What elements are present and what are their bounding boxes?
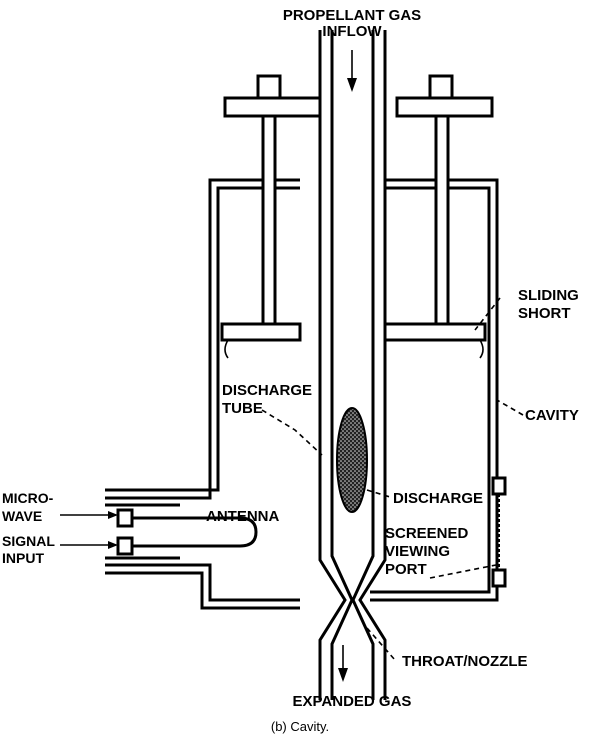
label-antenna: ANTENNA xyxy=(206,508,279,525)
label-discharge: DISCHARGE xyxy=(393,490,483,507)
leader-discharge xyxy=(366,489,391,498)
left-sliding-short xyxy=(220,74,322,359)
label-viewing-port-3: PORT xyxy=(385,561,427,578)
label-viewing-port-1: SCREENED xyxy=(385,525,469,542)
screened-viewing-port xyxy=(491,476,507,588)
label-discharge-tube-1: DISCHARGE xyxy=(222,382,312,399)
label-inflow-1: PROPELLANT GAS xyxy=(283,7,421,24)
label-microwave-4: INPUT xyxy=(2,550,44,566)
leader-throat xyxy=(366,627,396,661)
label-microwave-3: SIGNAL xyxy=(2,533,55,549)
inflow-arrow xyxy=(347,50,357,92)
discharge-plasma xyxy=(336,407,368,513)
label-microwave-2: WAVE xyxy=(2,508,42,524)
label-cavity: CAVITY xyxy=(525,407,579,424)
cavity-left-wall xyxy=(105,178,300,610)
outflow-arrow xyxy=(338,645,348,682)
leader-cavity xyxy=(496,399,524,416)
label-microwave-1: MICRO- xyxy=(2,490,54,506)
discharge-tube xyxy=(318,30,387,700)
right-sliding-short xyxy=(383,74,494,359)
label-discharge-tube-2: TUBE xyxy=(222,400,263,417)
label-inflow-2: INFLOW xyxy=(322,23,382,40)
leader-viewing-port xyxy=(429,564,497,579)
label-sliding-short-1: SLIDING xyxy=(518,287,579,304)
figure-caption: (b) Cavity. xyxy=(271,719,329,734)
leader-discharge-tube xyxy=(261,409,323,456)
label-expanded-gas: EXPANDED GAS xyxy=(293,693,412,710)
label-sliding-short-2: SHORT xyxy=(518,305,571,322)
microwave-coupler xyxy=(60,503,258,560)
label-throat-nozzle: THROAT/NOZZLE xyxy=(402,653,528,670)
leader-sliding-short xyxy=(474,297,501,331)
label-viewing-port-2: VIEWING xyxy=(385,543,450,560)
